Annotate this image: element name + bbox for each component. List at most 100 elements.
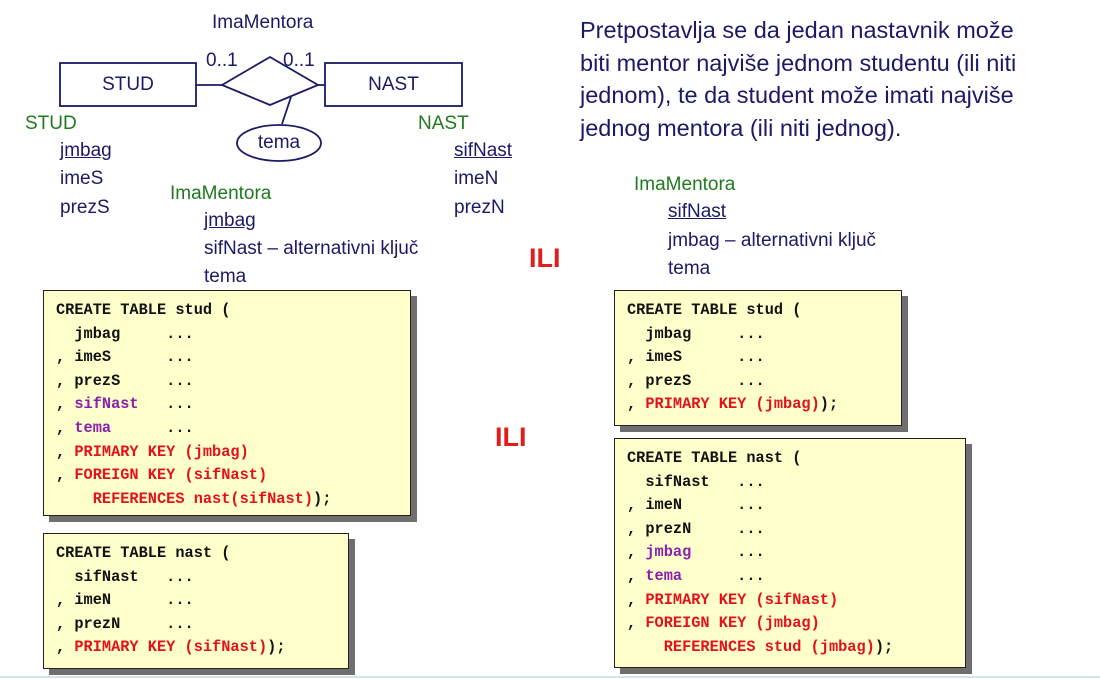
code-token: , xyxy=(56,638,75,657)
relationship-diamond xyxy=(219,55,321,106)
paragraph-line: biti mentor najviše jednom studentu (ili… xyxy=(580,49,1017,76)
code-token: PRIMARY KEY (jmbag) xyxy=(74,442,249,461)
stud-attr-jmbag: jmbag xyxy=(60,140,112,161)
code-line: CREATE TABLE stud ( xyxy=(627,299,889,323)
code-line: REFERENCES stud (jmbag)); xyxy=(627,636,953,660)
attribute-connector xyxy=(281,96,292,125)
ima-left-title: ImaMentora xyxy=(170,183,272,204)
entity-stud-label: STUD xyxy=(102,74,154,95)
code-line: , PRIMARY KEY (sifNast)); xyxy=(56,636,336,660)
code-line: , prezS ... xyxy=(56,370,398,394)
ima-right-attr-key: sifNast xyxy=(668,201,727,222)
code-token: FOREIGN KEY (sifNast) xyxy=(74,466,268,485)
code-token: jmbag ... xyxy=(627,324,765,343)
ili-middle: ILI xyxy=(495,422,527,452)
code-token: , xyxy=(627,543,646,562)
code-line: , imeN ... xyxy=(56,589,336,613)
code-line: sifNast ... xyxy=(627,471,953,495)
code-token: tema xyxy=(74,418,112,437)
code-token: jmbag ... xyxy=(56,324,194,343)
code-line: , imeS ... xyxy=(56,346,398,370)
code-token: ); xyxy=(874,637,894,656)
code-line: , prezN ... xyxy=(627,518,953,542)
code-line: , tema ... xyxy=(627,565,953,589)
bottom-divider xyxy=(0,676,1100,678)
code-token: , xyxy=(627,395,646,414)
code-token: , prezN ... xyxy=(56,614,194,633)
code-token: ... xyxy=(111,418,194,437)
entity-stud-box xyxy=(59,62,197,107)
code-token xyxy=(627,638,664,656)
code-token: , xyxy=(627,590,646,609)
code-token: sifNast ... xyxy=(627,472,765,491)
ili-top: ILI xyxy=(529,243,561,273)
code-token: , prezN ... xyxy=(627,519,765,538)
code-token: , xyxy=(56,466,75,485)
code-token: REFERENCES nast(sifNast) xyxy=(92,489,314,508)
code-token: , imeS ... xyxy=(627,348,765,367)
ima-left-attr-tema: tema xyxy=(204,266,247,287)
code-token xyxy=(56,490,93,508)
code-line: , sifNast ... xyxy=(56,393,398,417)
nast-attr-sifNast: sifNast xyxy=(454,140,513,161)
code-line: , PRIMARY KEY (jmbag)); xyxy=(627,393,889,417)
code-block-stud-left: CREATE TABLE stud ( jmbag ... , imeS ...,… xyxy=(43,290,411,516)
attribute-tema-ellipse xyxy=(236,124,322,162)
code-token: PRIMARY KEY (sifNast) xyxy=(645,590,839,609)
code-token: , xyxy=(56,395,75,414)
code-line: CREATE TABLE nast ( xyxy=(56,542,336,566)
code-line: jmbag ... xyxy=(627,323,889,347)
code-token: jmbag xyxy=(645,543,692,562)
code-line: sifNast ... xyxy=(56,566,336,590)
ima-right-attr-alt: jmbag – alternativni ključ xyxy=(668,230,877,251)
nast-attr-imeN: imeN xyxy=(454,168,499,189)
code-line: , PRIMARY KEY (sifNast) xyxy=(627,589,953,613)
nast-attr-prezN: prezN xyxy=(454,197,505,218)
stud-attr-prezS: prezS xyxy=(60,197,110,218)
code-line: , FOREIGN KEY (sifNast) xyxy=(56,464,398,488)
code-token: CREATE TABLE nast ( xyxy=(56,544,231,562)
ima-right-attr-tema: tema xyxy=(668,258,711,279)
code-token: , xyxy=(627,614,646,633)
code-line: , prezS ... xyxy=(627,370,889,394)
code-line: , imeN ... xyxy=(627,494,953,518)
code-token: CREATE TABLE nast ( xyxy=(627,449,802,467)
ima-right-title: ImaMentora xyxy=(634,174,736,195)
ima-left-attr-key: jmbag xyxy=(204,210,256,231)
cardinality-left: 0..1 xyxy=(206,50,238,71)
code-token: CREATE TABLE stud ( xyxy=(627,301,802,319)
paragraph-line: jednog mentora (ili niti jednog). xyxy=(580,114,902,141)
code-token: ); xyxy=(313,489,332,508)
code-block-nast-right: CREATE TABLE nast ( sifNast ... , imeN ..… xyxy=(614,438,966,668)
entity-nast-label: NAST xyxy=(368,74,419,95)
code-token: ); xyxy=(267,638,286,657)
code-line: , tema ... xyxy=(56,417,398,441)
code-token: CREATE TABLE stud ( xyxy=(56,301,231,319)
code-token: sifNast xyxy=(74,395,139,414)
code-line: , jmbag ... xyxy=(627,541,953,565)
relationship-name: ImaMentora xyxy=(212,12,314,33)
code-line: REFERENCES nast(sifNast)); xyxy=(56,488,398,512)
code-token: , xyxy=(627,566,646,585)
code-line: CREATE TABLE nast ( xyxy=(627,447,953,471)
er-diagram xyxy=(59,55,463,162)
cardinality-right: 0..1 xyxy=(283,50,315,71)
paragraph-line: jednom), te da student može imati najviš… xyxy=(580,82,1014,108)
code-token: ); xyxy=(819,395,839,414)
code-token: ... xyxy=(682,566,765,585)
code-token: ... xyxy=(138,395,194,414)
code-token: , imeN ... xyxy=(627,496,765,515)
code-block-stud-right: CREATE TABLE stud ( jmbag ... , imeS ...,… xyxy=(614,290,902,426)
code-line: , prezN ... xyxy=(56,613,336,637)
code-token: PRIMARY KEY (jmbag) xyxy=(645,395,820,414)
code-block-nast-left: CREATE TABLE nast ( sifNast ..., imeN ..… xyxy=(43,533,349,669)
code-line: jmbag ... xyxy=(56,323,398,347)
attribute-tema-label: tema xyxy=(257,132,301,153)
code-line: , FOREIGN KEY (jmbag) xyxy=(627,612,953,636)
code-line: , PRIMARY KEY (jmbag) xyxy=(56,441,398,465)
code-line: , imeS ... xyxy=(627,346,889,370)
code-token: ... xyxy=(691,543,765,562)
stud-schema-title: STUD xyxy=(25,113,77,134)
code-token: , imeS ... xyxy=(56,348,194,367)
nast-schema-title: NAST xyxy=(418,113,469,134)
